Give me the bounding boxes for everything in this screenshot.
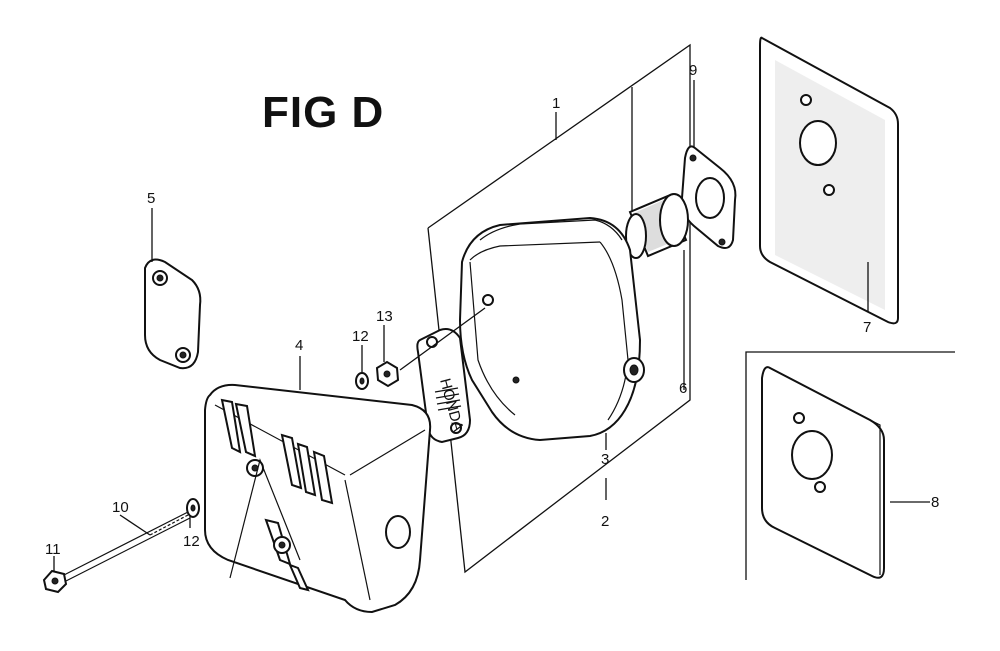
callout-12-upper: 12: [352, 328, 369, 345]
callout-1: 1: [552, 95, 560, 112]
part-5-bracket: [144, 258, 202, 370]
leader-lines: [53, 80, 930, 572]
callout-8: 8: [931, 494, 939, 511]
callout-11: 11: [45, 541, 61, 558]
callout-10: 10: [112, 499, 129, 516]
part-13-nut: [375, 360, 400, 388]
callout-5: 5: [147, 190, 155, 207]
part-3-muffler-body: [458, 216, 645, 442]
callout-13: 13: [376, 308, 393, 325]
callout-2: 2: [601, 513, 609, 530]
assembly-axis-line: [399, 307, 486, 371]
part-12-washer-upper: [355, 372, 369, 390]
part-8-protector-plate: [745, 351, 955, 580]
assembly-bracket-lines: [427, 43, 691, 574]
callout-9: 9: [689, 62, 697, 79]
part-6-spark-arrester: [625, 193, 689, 259]
muffler-gasket-plate: HONDA: [416, 328, 472, 444]
callout-labels: 1 2 3 4 5 6 7 8 9 10 11 12 12 13: [45, 62, 939, 558]
part-4-muffler-protector: [204, 383, 432, 614]
callout-6: 6: [679, 380, 687, 397]
part-9-exhaust-gasket: [680, 145, 737, 249]
callout-7: 7: [863, 319, 871, 336]
callout-3: 3: [601, 451, 609, 468]
callout-12-lower: 12: [183, 533, 200, 550]
part-12-washer-lower: [186, 498, 200, 518]
callout-4: 4: [295, 337, 303, 354]
part-7-shroud-plate: [759, 36, 899, 325]
part-11-nut: [42, 569, 68, 594]
figure-title: FIG D: [262, 88, 385, 137]
part-10-bolt: [61, 511, 191, 583]
